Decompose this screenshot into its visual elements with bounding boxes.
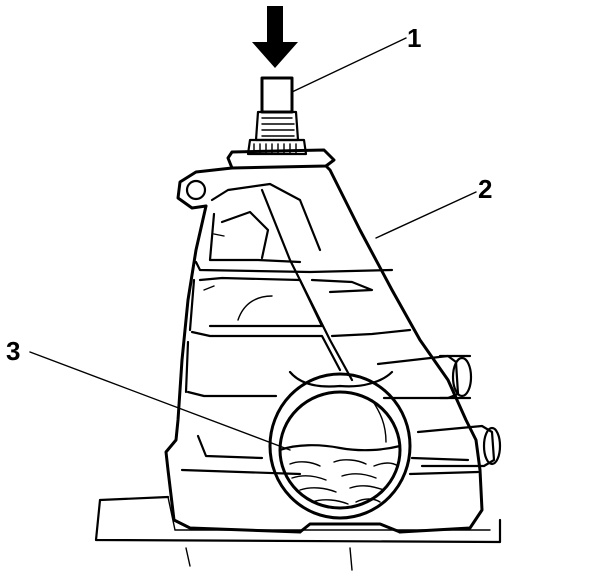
callout-2: 2 [478,174,492,204]
press-arrow-icon [252,6,298,68]
bearing-bore [268,370,412,520]
shaft [246,76,308,156]
callout-1: 1 [407,23,421,53]
transmission-case [164,148,502,534]
callout-3: 3 [6,336,20,366]
base-plate [94,495,502,571]
leader-lines [29,37,477,451]
